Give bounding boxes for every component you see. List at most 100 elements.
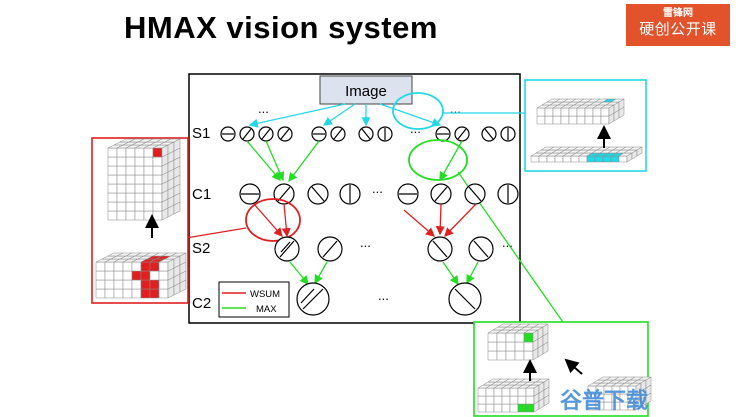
grid-cell [523, 350, 534, 361]
grid-cell [514, 341, 525, 352]
grid-cell [140, 288, 151, 299]
layer-label-s1: S1 [192, 125, 210, 142]
grid-cell [501, 387, 511, 397]
legend-box [218, 281, 290, 318]
grid-cell [505, 332, 516, 343]
grid-cell [568, 107, 578, 117]
grid-cell [125, 192, 136, 203]
grid-cell [131, 270, 142, 281]
grid-cell [554, 155, 564, 163]
grid-cell [636, 146, 643, 157]
c1-to-s2-links [253, 203, 477, 238]
grid-cell [544, 107, 554, 117]
grid-cell [113, 270, 124, 281]
grid-cell [505, 341, 516, 352]
grid-cell [525, 403, 535, 413]
grid-cell [485, 387, 495, 397]
layer-label-s2: S2 [192, 240, 210, 257]
grid-cell [496, 341, 507, 352]
image-label: Image [345, 83, 387, 100]
grid-cell [576, 115, 586, 125]
logo-line-1: 雷锋网 [663, 8, 693, 19]
grid-cell [143, 183, 154, 194]
s2-unit [427, 236, 453, 262]
s1-unit [500, 126, 516, 142]
grid-cell [116, 174, 127, 185]
grid-cell [149, 279, 160, 290]
grid-cell [487, 350, 498, 361]
grid-cell [525, 387, 535, 397]
legend-max-label: MAX [256, 304, 277, 315]
grid-cell [125, 174, 136, 185]
grid-cell [552, 115, 562, 125]
grid-cell [158, 261, 169, 272]
grid-cell [514, 332, 525, 343]
c1-max-circle [408, 139, 468, 181]
ellipsis-top-left: ... [258, 101, 269, 116]
grid-cell [149, 270, 160, 281]
grid-cell [493, 403, 503, 413]
grid-cell [584, 115, 594, 125]
c2-unit [448, 282, 482, 316]
grid-cell [122, 288, 133, 299]
c1-unit [397, 183, 419, 205]
grid-cell [107, 210, 118, 221]
grid-cell [143, 192, 154, 203]
grid-cell [618, 98, 625, 111]
grid-cell [113, 279, 124, 290]
grid-cell [143, 165, 154, 176]
s1-units [220, 126, 516, 142]
layer-label-c1: C1 [192, 186, 211, 203]
ellipsis-s2-mid: ... [360, 235, 371, 250]
s1-unit [220, 126, 236, 142]
grid-cell [485, 395, 495, 405]
grid-cell [543, 378, 550, 391]
grid-cell [600, 115, 610, 125]
c1-zoom-diag-arrow [564, 358, 583, 375]
grid-cell [509, 403, 519, 413]
s2-unit [468, 236, 494, 262]
s2-zoom-panel [91, 137, 189, 304]
grid-cell [179, 252, 187, 266]
grid-cell [113, 261, 124, 272]
grid-cell [152, 210, 163, 221]
grid-cell [107, 147, 118, 158]
grid-cell [536, 115, 546, 125]
grid-cell [125, 201, 136, 212]
grid-cell [116, 183, 127, 194]
s1-unit [377, 126, 393, 142]
ellipsis-c2: ... [378, 288, 389, 303]
grid-cell [594, 155, 604, 163]
s2-to-c2-links [289, 261, 479, 286]
grid-cell [530, 155, 540, 163]
s2-wsum-circle [245, 198, 301, 242]
grid-cell [586, 155, 596, 163]
grid-cell [158, 270, 169, 281]
grid-cell [158, 288, 169, 299]
c1-unit [464, 183, 486, 205]
grid-cell [152, 165, 163, 176]
grid-cell [95, 261, 106, 272]
grid-cell [125, 183, 136, 194]
grid-cell [152, 183, 163, 194]
grid-cell [618, 155, 628, 163]
grid-cell [560, 115, 570, 125]
grid-cell [104, 270, 115, 281]
grid-cell [542, 323, 549, 337]
grid-cell [514, 350, 525, 361]
grid-cell [485, 403, 495, 413]
grid-cell [116, 165, 127, 176]
grid-cell [149, 261, 160, 272]
logo-line-2: 硬创公开课 [639, 21, 717, 38]
grid-cell [107, 165, 118, 176]
grid-cell [517, 403, 527, 413]
brand-logo: 雷锋网 硬创公开课 [626, 4, 730, 46]
grid-cell [517, 387, 527, 397]
grid-cell [140, 270, 151, 281]
s1-unit [330, 126, 346, 142]
grid-cell [122, 261, 133, 272]
grid-cell [122, 270, 133, 281]
s1-to-c1-links [246, 140, 463, 183]
grid-cell [107, 156, 118, 167]
s2-unit [317, 236, 343, 262]
